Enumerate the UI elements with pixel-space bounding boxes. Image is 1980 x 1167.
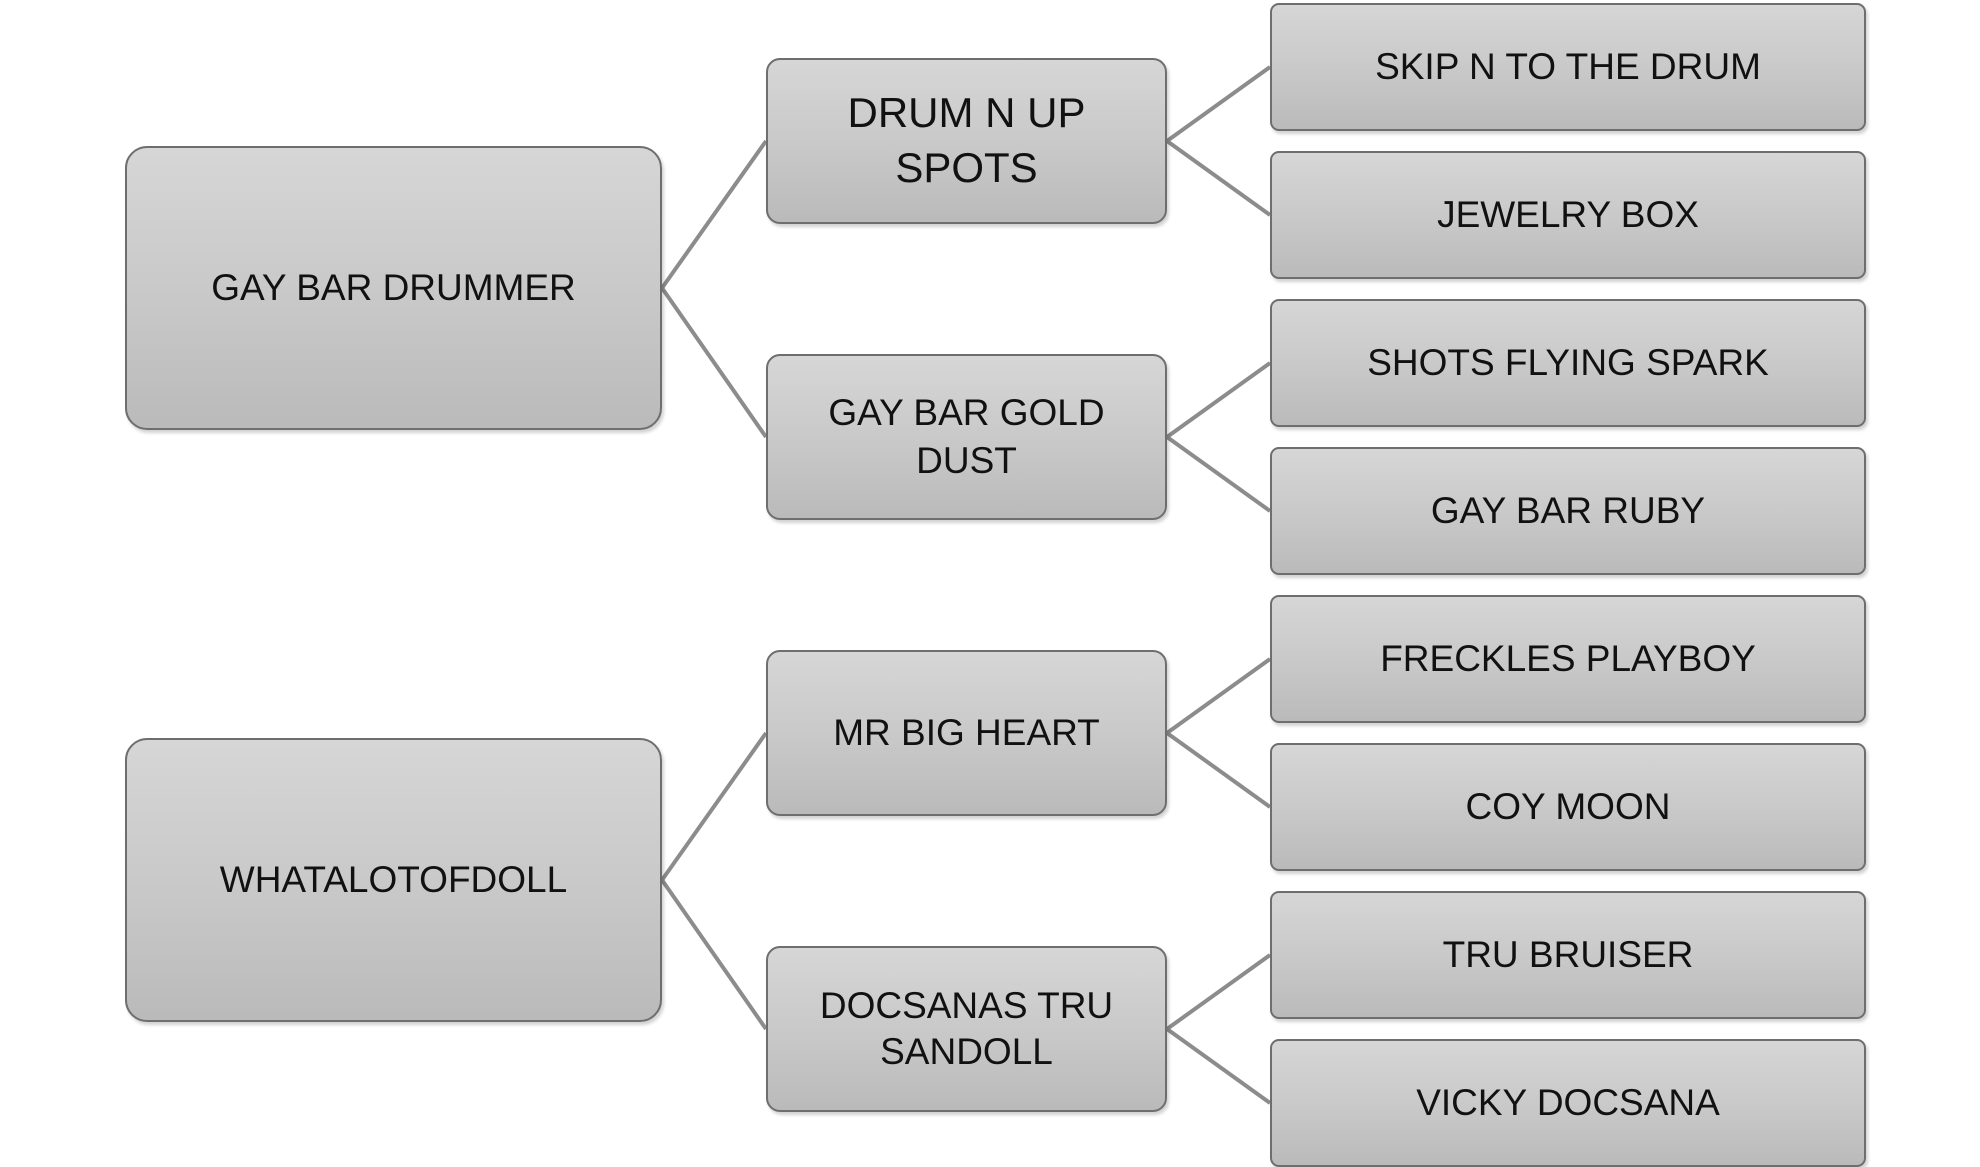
node-label: TRU BRUISER (1442, 933, 1694, 975)
node-label: GAY BAR RUBY (1430, 489, 1706, 531)
root-node-whatalotofdoll[interactable]: WHATALOTOFDOLL (125, 738, 662, 1022)
connector-root-node-whatalotofdoll-to-child-node-docsanas-tru-sandoll (660, 878, 768, 1031)
node-label: JEWELRY BOX (1437, 193, 1699, 235)
connector-child-node-drum-n-up-spots-to-leaf-node-jewelry-box (1165, 139, 1272, 217)
node-label: MR BIG HEART (833, 711, 1100, 753)
root-node-gay-bar-drummer[interactable]: GAY BAR DRUMMER (125, 146, 662, 430)
node-label: SHOTS FLYING SPARK (1367, 341, 1769, 383)
leaf-node-shots-flying-spark[interactable]: SHOTS FLYING SPARK (1270, 299, 1866, 427)
connector-root-node-whatalotofdoll-to-child-node-mr-big-heart (660, 731, 768, 882)
node-label: GAY BAR GOLD DUST (828, 391, 1105, 481)
leaf-node-coy-moon[interactable]: COY MOON (1270, 743, 1866, 871)
connector-child-node-drum-n-up-spots-to-leaf-node-skip-n-to-the-drum (1165, 65, 1272, 143)
connector-root-node-gay-bar-drummer-to-child-node-drum-n-up-spots (660, 139, 768, 290)
node-label: DRUM N UP SPOTS (847, 89, 1086, 191)
connector-root-node-gay-bar-drummer-to-child-node-gay-bar-gold-dust (660, 286, 768, 439)
connector-child-node-gay-bar-gold-dust-to-leaf-node-shots-flying-spark (1165, 361, 1272, 439)
node-label: WHATALOTOFDOLL (219, 858, 568, 900)
connector-child-node-gay-bar-gold-dust-to-leaf-node-gay-bar-ruby (1165, 435, 1272, 513)
connector-child-node-docsanas-tru-sandoll-to-leaf-node-tru-bruiser (1165, 953, 1272, 1031)
node-label: SKIP N TO THE DRUM (1375, 45, 1761, 87)
node-label: DOCSANAS TRU SANDOLL (819, 984, 1114, 1072)
leaf-node-freckles-playboy[interactable]: FRECKLES PLAYBOY (1270, 595, 1866, 723)
leaf-node-skip-n-to-the-drum[interactable]: SKIP N TO THE DRUM (1270, 3, 1866, 131)
node-label: GAY BAR DRUMMER (211, 266, 576, 308)
leaf-node-tru-bruiser[interactable]: TRU BRUISER (1270, 891, 1866, 1019)
connector-child-node-mr-big-heart-to-leaf-node-coy-moon (1165, 731, 1272, 809)
child-node-drum-n-up-spots[interactable]: DRUM N UP SPOTS (766, 58, 1167, 224)
child-node-gay-bar-gold-dust[interactable]: GAY BAR GOLD DUST (766, 354, 1167, 520)
node-label: VICKY DOCSANA (1416, 1081, 1720, 1123)
leaf-node-gay-bar-ruby[interactable]: GAY BAR RUBY (1270, 447, 1866, 575)
connector-child-node-docsanas-tru-sandoll-to-leaf-node-vicky-docsana (1165, 1027, 1272, 1105)
node-label: FRECKLES PLAYBOY (1380, 637, 1756, 679)
child-node-docsanas-tru-sandoll[interactable]: DOCSANAS TRU SANDOLL (766, 946, 1167, 1112)
leaf-node-vicky-docsana[interactable]: VICKY DOCSANA (1270, 1039, 1866, 1167)
child-node-mr-big-heart[interactable]: MR BIG HEART (766, 650, 1167, 816)
node-label: COY MOON (1465, 785, 1671, 827)
connector-child-node-mr-big-heart-to-leaf-node-freckles-playboy (1165, 657, 1272, 735)
leaf-node-jewelry-box[interactable]: JEWELRY BOX (1270, 151, 1866, 279)
